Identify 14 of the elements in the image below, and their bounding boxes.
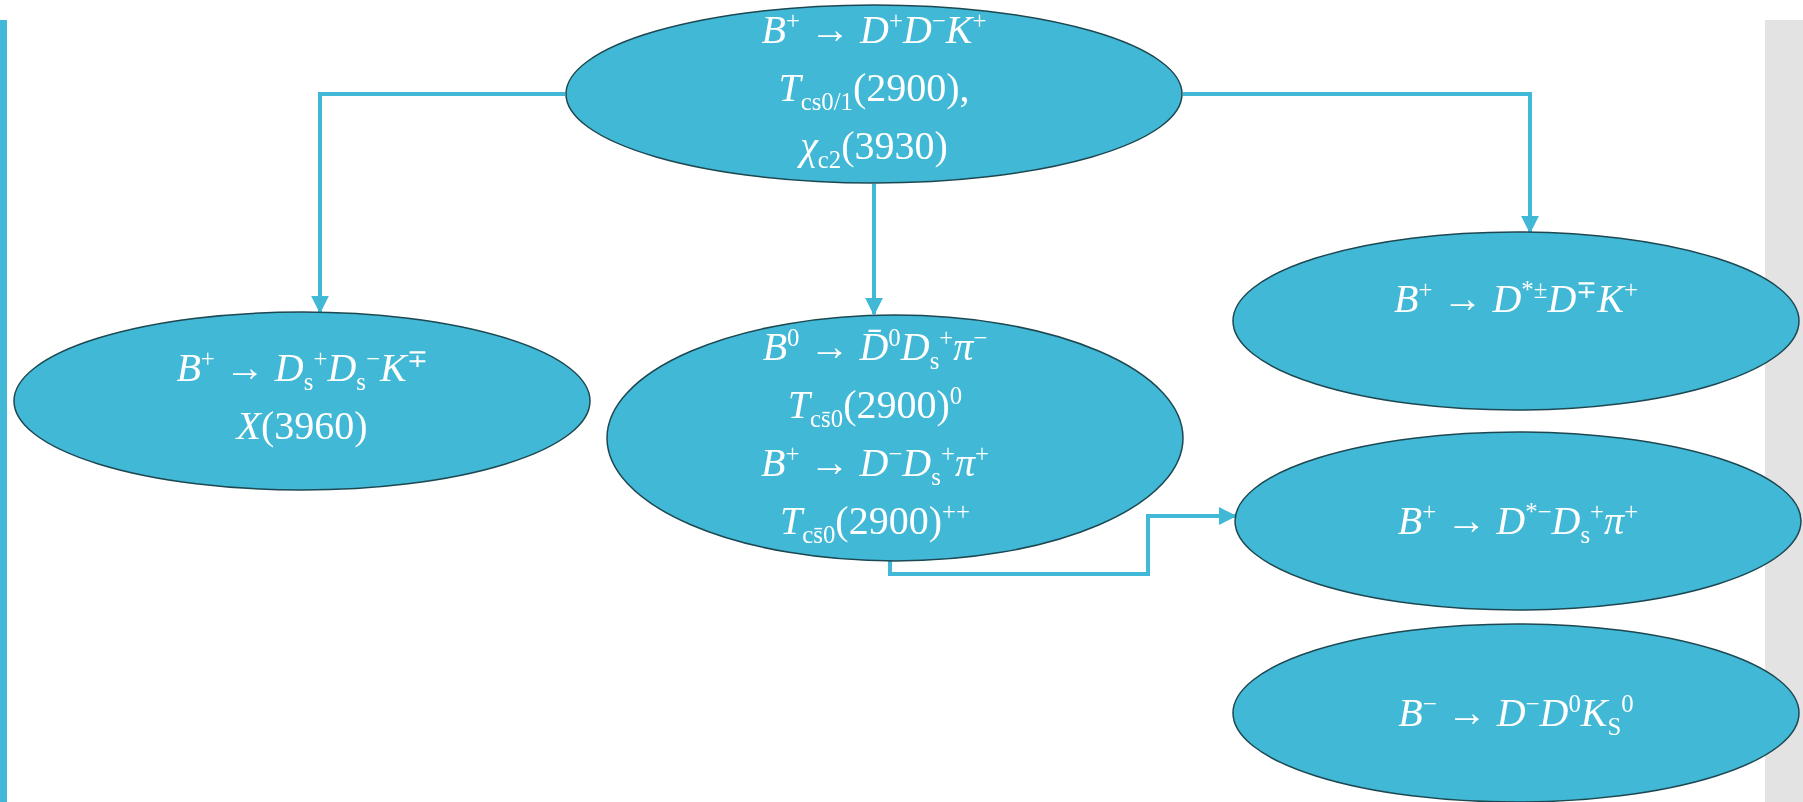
formula-text: X(3960) [236, 402, 368, 450]
formula-text: T$_{cs̄0}$(2900)$^{++}$ [780, 496, 970, 550]
arrow [865, 184, 883, 316]
formula-text: B$^{+}$ → D$^{*±}$D$^{∓}$K$^{+}$ [1394, 274, 1638, 323]
arrow [888, 507, 1237, 576]
arrow [1183, 92, 1539, 234]
formula-text: T$_{cs̄0}$(2900)$^{0}$ [787, 380, 963, 434]
formula-text: B$^{+}$ → D$_{s}$$^{+}$D$_{s}$$^{−}$K$^{∓}$ [176, 343, 428, 397]
formula-text: B$^{+}$ → D$^{+}$D$^{−}$K$^{+}$ [761, 5, 987, 54]
formula-text: B$^{0}$ → D̄$^{0}$D$_{s}$$^{+}$π$^{−}$ [762, 322, 988, 376]
formula-text: T$_{cs0/1}$(2900), [778, 64, 970, 117]
formula-text: B$^{+}$ → D$^{−}$D$_{s}$$^{+}$π$^{+}$ [761, 438, 989, 492]
formula-text: B$^{+}$ → D$^{*−}$D$_{s}$$^{+}$π$^{+}$ [1397, 496, 1639, 550]
arrow [311, 92, 565, 314]
